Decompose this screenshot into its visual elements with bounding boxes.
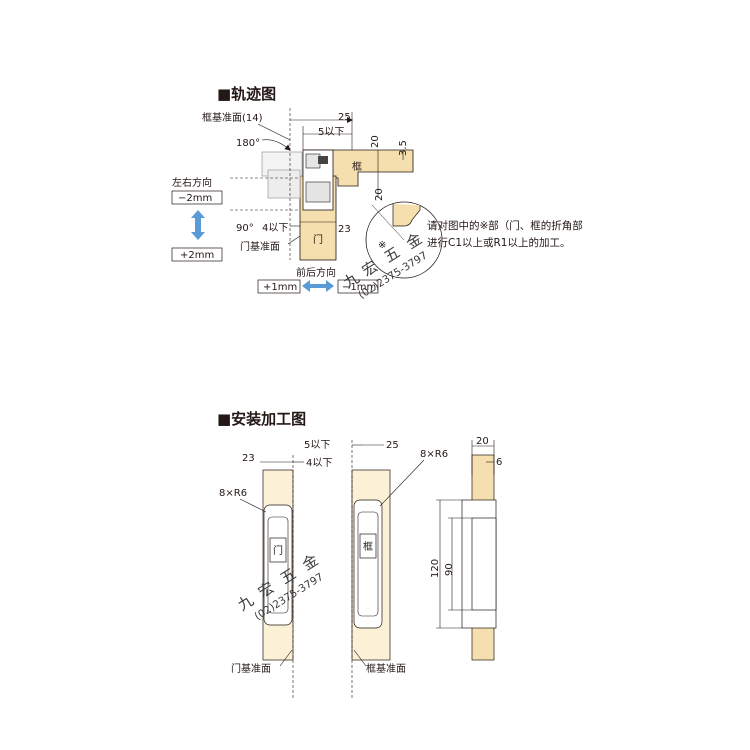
fb-minus-box [337, 279, 379, 294]
fb-plus-box [257, 279, 301, 294]
door-label-box [269, 537, 287, 563]
angle-180: 180° [236, 138, 260, 149]
angle-90: 90° [236, 223, 254, 234]
door-label-install: 门 [273, 544, 283, 557]
note-line-2: 进行C1以上或R1以上的加工。 [427, 236, 571, 249]
dim-4-below: 4以下 [262, 223, 288, 234]
fb-direction-label: 前后方向 [296, 266, 336, 279]
frame-label-box [359, 533, 377, 559]
door-dim-23: 23 [242, 453, 255, 464]
door-radius: 8×R6 [219, 488, 247, 499]
lr-arrow [191, 210, 205, 240]
frame-radius: 8×R6 [420, 449, 448, 460]
side-dim-90: 90 [444, 563, 455, 576]
door-90-outline [267, 169, 301, 199]
lr-plus: +2mm [180, 250, 214, 261]
fb-minus: −1mm [342, 282, 376, 293]
frame-dim-5-below: 5以下 [304, 440, 330, 451]
frame-label: 框 [352, 160, 362, 173]
frame-label-install: 框 [363, 540, 373, 553]
side-dim-20: 20 [476, 436, 489, 447]
trajectory-section: ■轨迹图 25 5以下 框基准面(14) 180° 20 [171, 85, 583, 294]
dim-20-top: 20 [370, 135, 381, 148]
door-ref-label: 门基准面 [240, 240, 280, 253]
frame-ref-label-install: 框基准面 [366, 662, 406, 675]
lr-plus-box [171, 247, 223, 262]
door-ref-leader-install [279, 649, 293, 667]
door-label: 门 [313, 233, 323, 246]
lr-minus: −2mm [178, 193, 212, 204]
magnify-corner [392, 204, 421, 227]
fb-plus: +1mm [263, 282, 297, 293]
dim-5-below: 5以下 [318, 127, 344, 138]
hinge-pin [318, 156, 328, 164]
note-mark: ※ [378, 240, 386, 251]
door-ref-label-install: 门基准面 [231, 662, 271, 675]
fb-arrow [302, 280, 334, 292]
dim-25: 25 [338, 112, 351, 123]
lr-minus-box [171, 190, 223, 205]
dim-20-mid: 20 [374, 188, 385, 201]
installation-title: ■安装加工图 [217, 410, 306, 428]
frame-radius-leader [379, 459, 425, 507]
angle-180-arc [261, 139, 291, 151]
side-dim-6: 6 [496, 457, 502, 468]
frame-dim-25: 25 [386, 440, 399, 451]
door-dim-4-below: 4以下 [306, 458, 332, 469]
lr-direction-label: 左右方向 [172, 176, 212, 189]
side-dim-120: 120 [430, 559, 441, 578]
magnify-leader [371, 204, 405, 241]
frame-ref-leader [257, 123, 291, 141]
note-line-1: 请对图中的※部（门、框的折角部 [427, 219, 583, 232]
hinge-detail [305, 153, 321, 169]
hinge-arm [305, 181, 331, 203]
frame-cutout-inner [357, 511, 379, 617]
installation-section: ■安装加工图 门 23 4以下 8×R6 门基准面 框 5以下 25 8×R6 … [217, 410, 502, 700]
dim-3-5: 3.5 [398, 140, 409, 156]
dim-23: 23 [338, 224, 351, 235]
frame-ref-leader-install [353, 649, 367, 667]
door-ref-leader [287, 235, 301, 245]
side-cutout-inner [471, 517, 497, 611]
frame-ref-label: 框基准面(14) [202, 111, 263, 124]
trajectory-title: ■轨迹图 [217, 85, 276, 103]
door-radius-leader [239, 498, 267, 513]
